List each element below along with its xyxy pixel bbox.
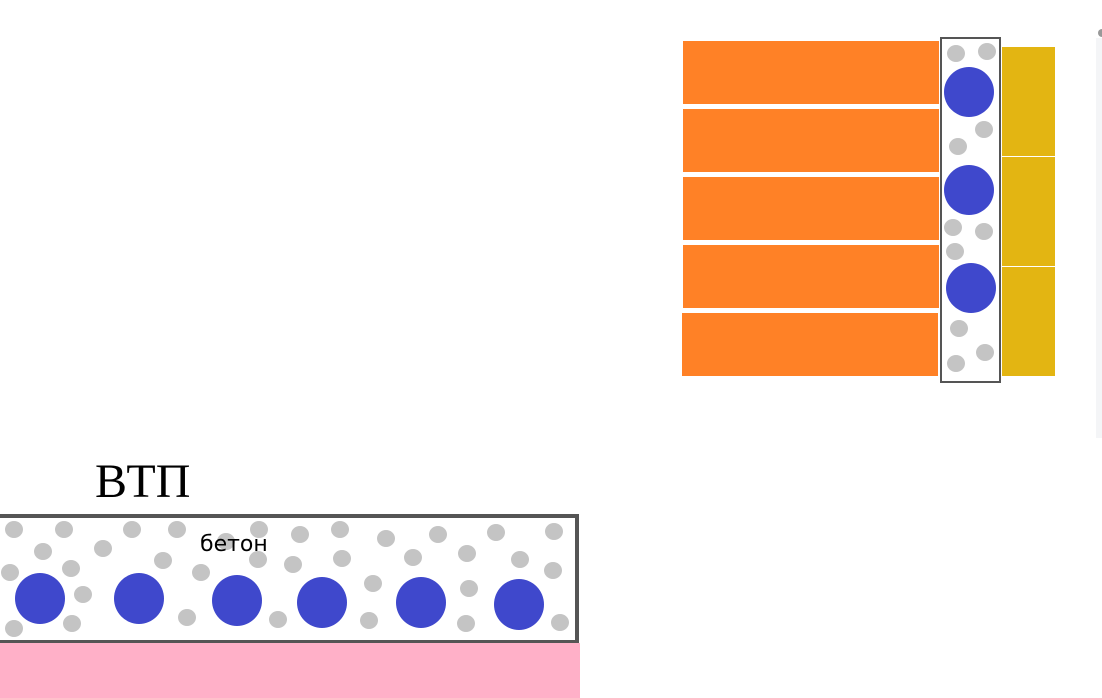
aggregate-particle <box>192 564 210 581</box>
aggregate-particle <box>333 550 351 567</box>
aggregate-particle <box>291 526 309 543</box>
aggregate-particle <box>1 564 19 581</box>
brick-row <box>683 41 939 104</box>
insulation-block <box>1002 267 1055 376</box>
aggregate-particle <box>946 243 964 260</box>
aggregate-particle <box>458 545 476 562</box>
aggregate-particle <box>5 620 23 637</box>
aggregate-particle <box>94 540 112 557</box>
insulation-block <box>1002 47 1055 156</box>
aggregate-particle <box>429 526 447 543</box>
brick-row <box>683 177 939 240</box>
aggregate-particle <box>5 521 23 538</box>
aggregate-particle <box>269 611 287 628</box>
aggregate-particle <box>947 45 965 62</box>
aggregate-particle <box>55 521 73 538</box>
concrete-slab <box>0 514 579 644</box>
rebar-cross-section <box>944 67 994 117</box>
aggregate-particle <box>511 551 529 568</box>
aggregate-particle <box>947 355 965 372</box>
brick-row <box>683 109 939 172</box>
aggregate-particle <box>360 612 378 629</box>
diagram-title: ВТП <box>95 455 191 508</box>
rebar-cross-section <box>494 579 544 630</box>
side-panel-edge <box>1096 38 1102 438</box>
aggregate-particle <box>249 551 267 568</box>
aggregate-particle <box>123 521 141 538</box>
aggregate-particle <box>487 524 505 541</box>
rebar-cross-section <box>944 165 994 215</box>
aggregate-particle <box>978 43 996 60</box>
base-layer <box>0 643 580 698</box>
aggregate-particle <box>217 533 235 550</box>
rebar-cross-section <box>396 577 446 628</box>
aggregate-particle <box>63 615 81 632</box>
rebar-cross-section <box>946 263 996 313</box>
brick-row <box>683 245 939 308</box>
aggregate-particle <box>154 552 172 569</box>
aggregate-particle <box>545 523 563 540</box>
aggregate-particle <box>34 543 52 560</box>
rebar-cross-section <box>15 573 65 624</box>
concrete-label: бетон <box>200 532 268 557</box>
aggregate-particle <box>364 575 382 592</box>
rebar-cross-section <box>212 575 262 626</box>
aggregate-particle <box>950 320 968 337</box>
aggregate-particle <box>331 521 349 538</box>
aggregate-particle <box>551 614 569 631</box>
aggregate-particle <box>404 549 422 566</box>
aggregate-particle <box>975 223 993 240</box>
aggregate-particle <box>74 586 92 603</box>
aggregate-particle <box>975 121 993 138</box>
aggregate-particle <box>976 344 994 361</box>
aggregate-particle <box>284 556 302 573</box>
rebar-cross-section <box>114 573 164 624</box>
aggregate-particle <box>460 580 478 597</box>
rebar-cross-section <box>297 577 347 628</box>
brick-row <box>682 313 938 376</box>
panel-handle <box>1098 29 1102 37</box>
aggregate-particle <box>62 560 80 577</box>
aggregate-particle <box>168 521 186 538</box>
aggregate-particle <box>457 615 475 632</box>
aggregate-particle <box>544 562 562 579</box>
aggregate-particle <box>377 530 395 547</box>
aggregate-particle <box>944 219 962 236</box>
aggregate-particle <box>178 609 196 626</box>
aggregate-particle <box>949 138 967 155</box>
aggregate-particle <box>250 521 268 538</box>
insulation-block <box>1002 157 1055 266</box>
